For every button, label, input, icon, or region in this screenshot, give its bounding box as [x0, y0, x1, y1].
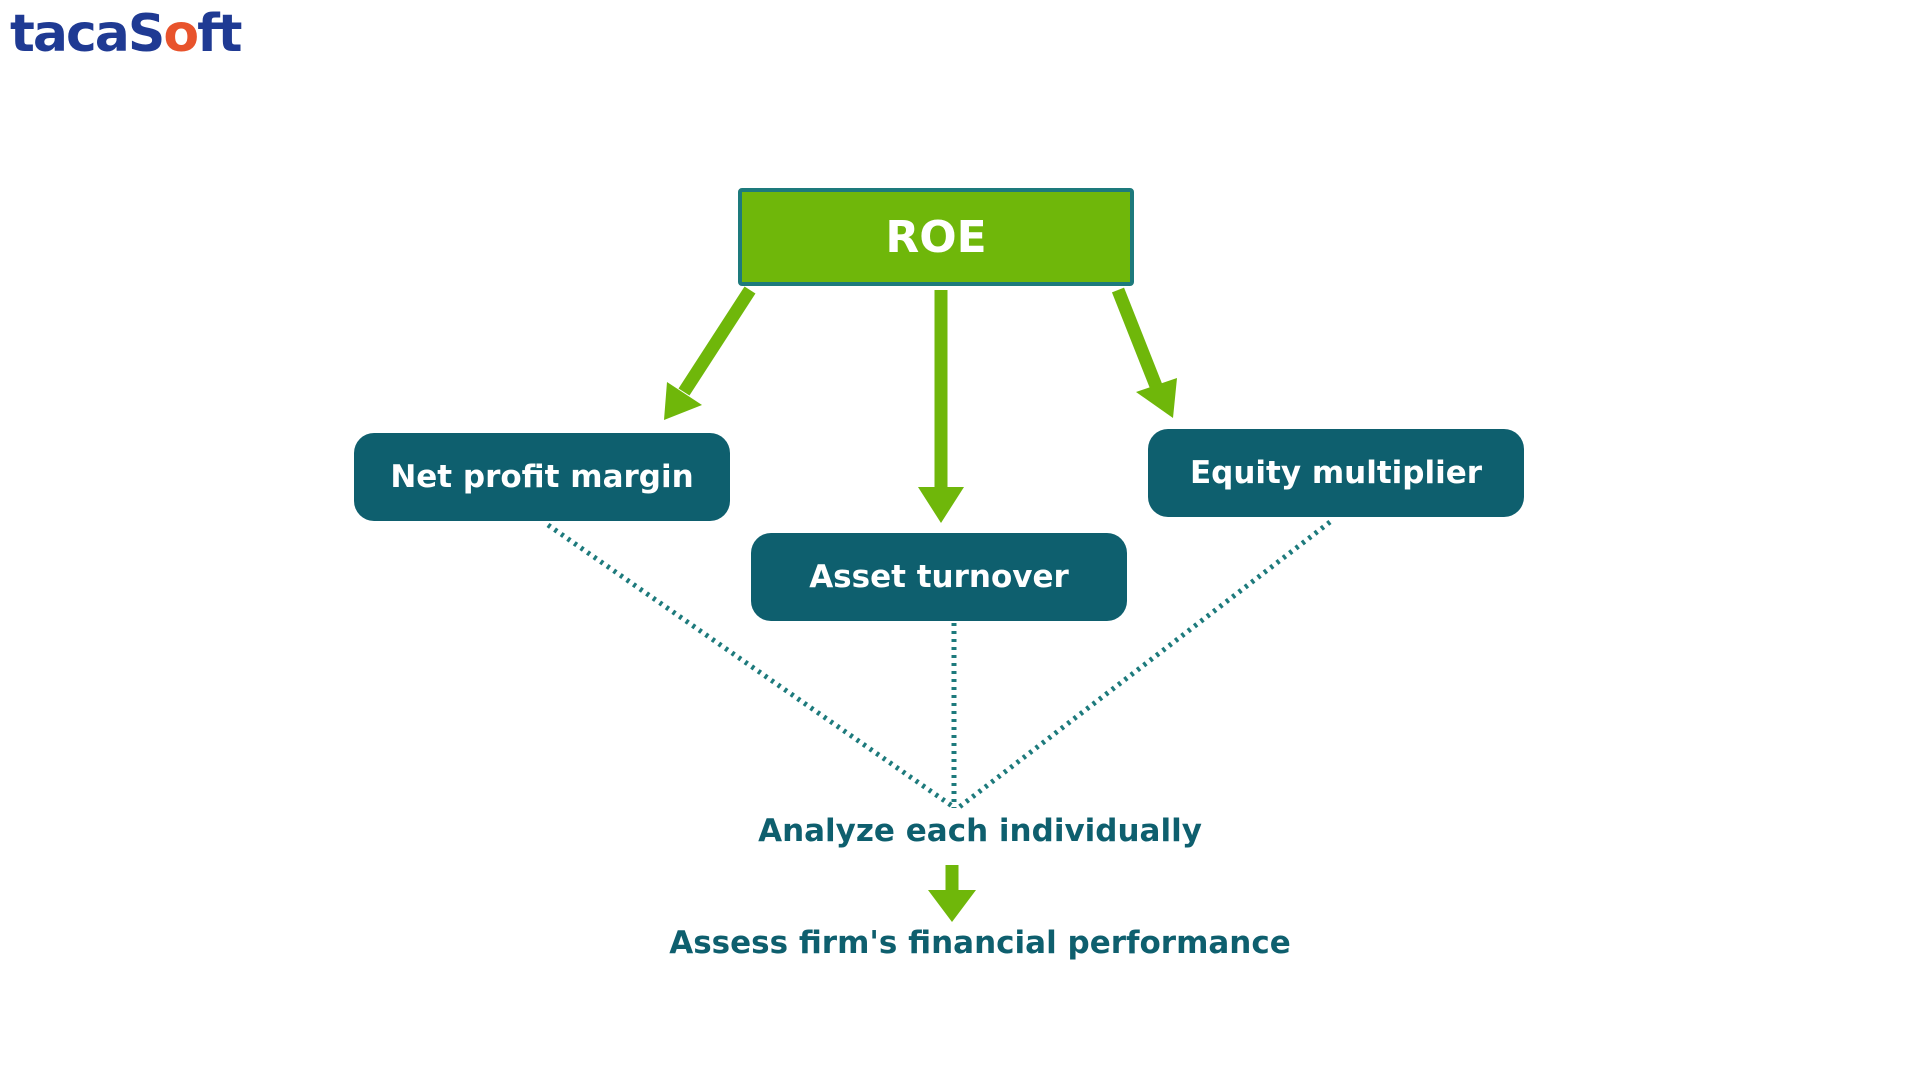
arrow-roe-to-net-profit-margin [678, 286, 756, 396]
dotted-line-net-profit-margin [546, 522, 957, 811]
asset-turnover-box: Asset turnover [751, 533, 1127, 621]
arrow-head-equity-multiplier [1136, 378, 1177, 418]
arrow-head-assess [928, 890, 976, 922]
assess-caption: Assess firm's financial performance [669, 925, 1291, 961]
arrow-roe-to-equity-multiplier [1111, 287, 1163, 389]
equity-multiplier-box: Equity multiplier [1148, 429, 1524, 517]
tacasoft-logo: tacaSoft [10, 4, 243, 64]
dotted-line-equity-multiplier [956, 520, 1332, 810]
analyze-caption: Analyze each individually [758, 813, 1202, 849]
arrow-head-asset-turnover [918, 487, 964, 523]
net-profit-margin-box: Net profit margin [354, 433, 730, 521]
roe-box: ROE [738, 188, 1134, 286]
arrow-head-net-profit-margin [664, 382, 702, 420]
